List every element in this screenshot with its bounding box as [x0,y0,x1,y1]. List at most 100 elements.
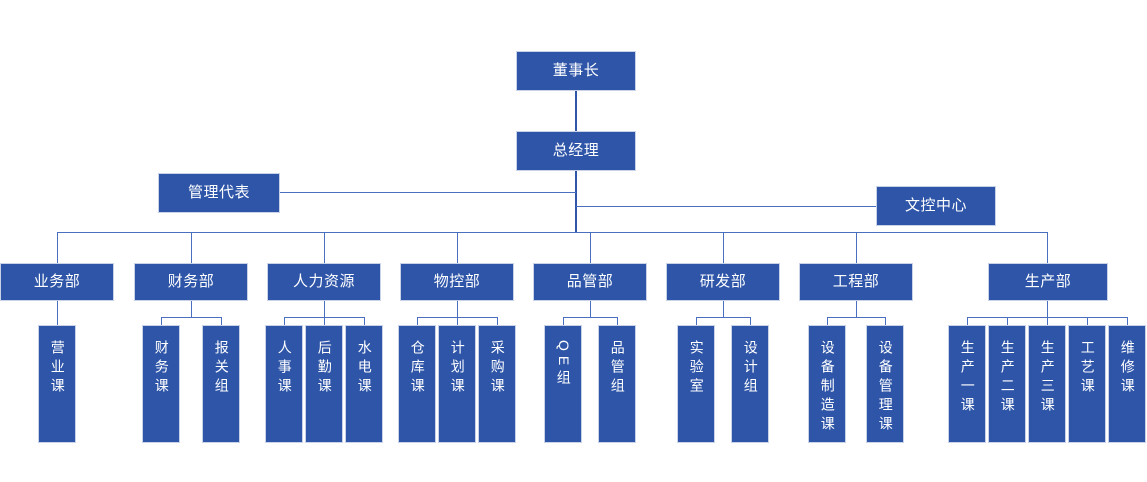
connector-dept4-drop-0 [563,317,564,325]
connector-dept4-bar [563,317,618,318]
leaf-box-7-4[interactable]: 维修课 [1108,325,1146,443]
connector-bus-drop-5 [723,232,724,264]
connector-management-rep-to-trunk [280,192,576,193]
connector-dept2-stem [324,301,325,317]
node-general-manager-label: 总经理 [552,141,600,159]
leaf-label-1-1: 报关组 [213,340,230,397]
leaf-label-7-3: 工艺课 [1079,340,1096,397]
leaf-box-7-2[interactable]: 生产三课 [1028,325,1066,443]
connector-bus-drop-2 [324,232,325,264]
leaf-box-3-2[interactable]: 采购课 [478,325,516,443]
department-box-6[interactable]: 工程部 [799,263,913,301]
department-label-3: 物控部 [433,272,481,290]
leaf-label-7-2: 生产三课 [1039,340,1056,416]
department-label-7: 生产部 [1024,272,1072,290]
leaf-box-5-0[interactable]: 实验室 [677,325,715,443]
connector-bus-drop-6 [856,232,857,264]
leaf-box-0-0[interactable]: 营业课 [38,325,76,443]
department-label-1: 财务部 [167,272,215,290]
leaf-label-7-4: 维修课 [1119,340,1136,397]
connector-dept3-drop-2 [497,317,498,325]
connector-dept1-bar [161,317,222,318]
department-box-5[interactable]: 研发部 [666,263,780,301]
connector-dept1-drop-1 [221,317,222,325]
connector-dept6-drop-1 [885,317,886,325]
department-box-0[interactable]: 业务部 [0,263,114,301]
leaf-label-5-0: 实验室 [688,340,705,397]
leaf-box-6-1[interactable]: 设备管理课 [866,325,904,443]
leaf-label-2-2: 水电课 [356,340,373,397]
node-chairman[interactable]: 董事长 [516,51,636,91]
leaf-label-3-0: 仓库课 [409,340,426,397]
node-chairman-label: 董事长 [552,61,600,79]
leaf-box-3-1[interactable]: 计划课 [438,325,476,443]
leaf-box-1-0[interactable]: 财务课 [142,325,180,443]
leaf-box-2-0[interactable]: 人事课 [265,325,303,443]
node-general-manager[interactable]: 总经理 [516,131,636,171]
department-box-2[interactable]: 人力资源 [267,263,381,301]
leaf-label-7-1: 生产二课 [999,340,1016,416]
connector-dept5-drop-1 [750,317,751,325]
leaf-label-2-0: 人事课 [276,340,293,397]
connector-dept2-drop-1 [324,317,325,325]
connector-dept2-drop-2 [364,317,365,325]
leaf-label-3-2: 采购课 [489,340,506,397]
department-label-2: 人力资源 [292,272,355,290]
connector-dept3-drop-0 [417,317,418,325]
department-box-1[interactable]: 财务部 [134,263,248,301]
leaf-box-7-1[interactable]: 生产二课 [988,325,1026,443]
connector-dept7-drop-4 [1127,317,1128,325]
connector-dept5-stem [723,301,724,317]
leaf-box-4-1[interactable]: 品管组 [598,325,636,443]
leaf-label-1-0: 财务课 [153,340,170,397]
connector-dept3-drop-1 [457,317,458,325]
leaf-label-3-1: 计划课 [449,340,466,397]
leaf-label-2-1: 后勤课 [316,340,333,397]
connector-dept7-drop-0 [967,317,968,325]
leaf-label-5-1: 设计组 [742,340,759,397]
connector-dept6-drop-0 [827,317,828,325]
leaf-box-2-1[interactable]: 后勤课 [305,325,343,443]
leaf-box-5-1[interactable]: 设计组 [731,325,769,443]
leaf-box-1-1[interactable]: 报关组 [202,325,240,443]
connector-dept5-drop-0 [696,317,697,325]
connector-bus-drop-1 [191,232,192,264]
leaf-label-4-0: QE组 [555,340,572,390]
leaf-box-3-0[interactable]: 仓库课 [398,325,436,443]
leaf-box-7-3[interactable]: 工艺课 [1068,325,1106,443]
connector-dept3-stem [457,301,458,317]
connector-dept7-drop-3 [1087,317,1088,325]
node-management-rep[interactable]: 管理代表 [158,173,280,213]
department-box-4[interactable]: 品管部 [533,263,647,301]
leaf-box-7-0[interactable]: 生产一课 [948,325,986,443]
connector-dept1-stem [191,301,192,317]
connector-bus-drop-4 [590,232,591,264]
connector-dept6-bar [827,317,886,318]
connector-dept1-drop-0 [161,317,162,325]
connector-bus-drop-7 [1047,232,1048,264]
leaf-label-7-0: 生产一课 [959,340,976,416]
department-box-3[interactable]: 物控部 [400,263,514,301]
department-label-6: 工程部 [832,272,880,290]
node-management-rep-label: 管理代表 [187,183,250,201]
connector-gm-trunk [575,171,577,233]
connector-dept7-stem [1047,301,1048,317]
connector-dept7-drop-2 [1047,317,1048,325]
department-label-4: 品管部 [566,272,614,290]
connector-bus-drop-0 [57,232,58,264]
department-box-7[interactable]: 生产部 [988,263,1108,301]
connector-dept4-stem [590,301,591,317]
node-doc-control-label: 文控中心 [904,196,967,214]
leaf-label-4-1: 品管组 [609,340,626,397]
leaf-label-6-1: 设备管理课 [877,340,894,435]
connector-department-bus [57,232,1048,233]
connector-dept2-drop-0 [284,317,285,325]
leaf-box-4-0[interactable]: QE组 [544,325,582,443]
leaf-box-6-0[interactable]: 设备制造课 [808,325,846,443]
connector-doc-control-to-trunk [576,206,876,207]
node-doc-control[interactable]: 文控中心 [876,186,996,226]
connector-dept4-drop-1 [617,317,618,325]
leaf-box-2-2[interactable]: 水电课 [345,325,383,443]
department-label-0: 业务部 [33,272,81,290]
